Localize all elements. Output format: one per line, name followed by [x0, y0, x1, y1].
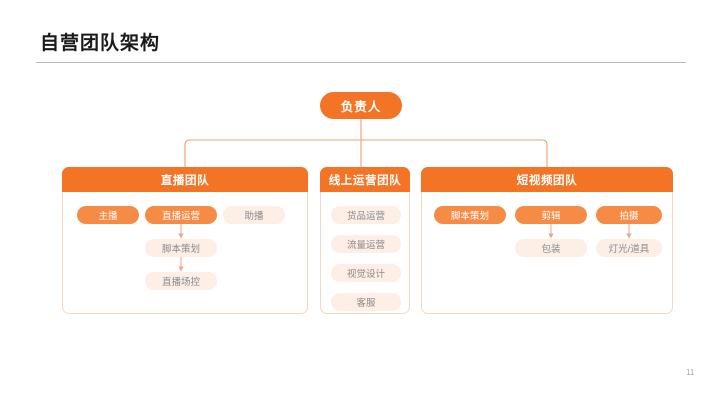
role-pill-zhubo[interactable]: 主播 — [77, 206, 139, 224]
role-pill-jiaoben-cehua-video[interactable]: 脚本策划 — [434, 206, 506, 224]
chain-arrows-live — [178, 224, 184, 272]
team-card-header-live: 直播团队 — [62, 167, 308, 192]
team-card-header-online: 线上运营团队 — [320, 167, 410, 192]
role-pill-shijue-sheji[interactable]: 视觉设计 — [331, 264, 401, 282]
team-card-body-video: 脚本策划 剪辑 拍摄 包装 灯光/道具 — [422, 193, 672, 313]
chain-arrows-video — [548, 224, 632, 239]
team-card-body-live: 主播 直播运营 助播 脚本策划 直播场控 — [63, 193, 307, 313]
team-card-body-online: 货品运营 流量运营 视觉设计 客服 — [321, 193, 409, 313]
title-divider — [36, 62, 686, 63]
role-pill-jiaoben-cehua-live[interactable]: 脚本策划 — [145, 239, 217, 257]
team-card-header-video: 短视频团队 — [421, 167, 673, 192]
role-pill-huopin-yunying[interactable]: 货品运营 — [331, 206, 401, 224]
role-pill-dengguang-daoju[interactable]: 灯光/道具 — [596, 239, 662, 257]
team-card-video: 短视频团队 脚本策划 剪辑 拍摄 包装 灯光/道具 — [421, 167, 673, 314]
page-title: 自营团队架构 — [40, 33, 161, 54]
role-pill-kefu[interactable]: 客服 — [331, 293, 401, 311]
role-pill-paishe[interactable]: 拍摄 — [596, 206, 662, 224]
role-pill-jianji[interactable]: 剪辑 — [515, 206, 587, 224]
role-pill-zhibo-yunying[interactable]: 直播运营 — [145, 206, 217, 224]
page-number: 11 — [686, 368, 695, 377]
role-pill-baozhuang[interactable]: 包装 — [515, 239, 587, 257]
team-card-online: 线上运营团队 货品运营 流量运营 视觉设计 客服 — [320, 167, 410, 314]
org-root-node: 负责人 — [320, 92, 402, 119]
role-pill-liuliang-yunying[interactable]: 流量运营 — [331, 235, 401, 253]
team-card-live: 直播团队 主播 直播运营 助播 脚本策划 直播场控 — [62, 167, 308, 314]
role-pill-zhibo-changkong[interactable]: 直播场控 — [145, 272, 217, 290]
role-pill-zhubo-assistant[interactable]: 助播 — [223, 206, 285, 224]
